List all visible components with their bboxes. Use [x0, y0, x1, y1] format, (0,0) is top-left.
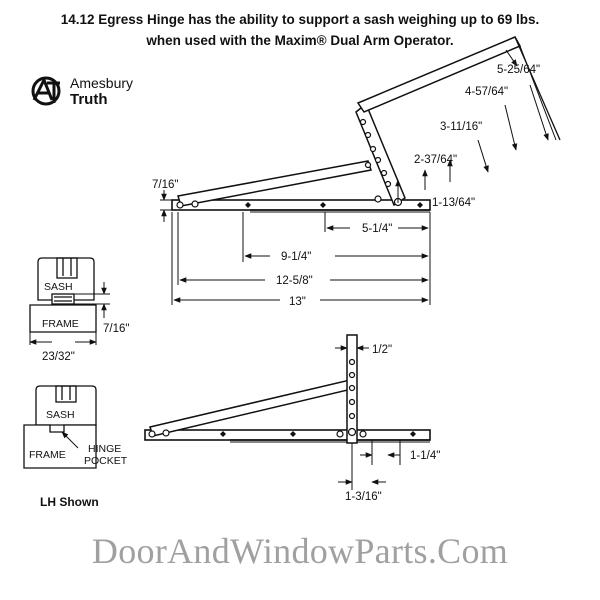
logo-truth-text: Truth — [70, 91, 108, 108]
section-1-height-label: 7/16" — [103, 323, 129, 335]
bottom-right-dim-label: 1-1/4" — [410, 450, 440, 462]
section-2-pocket-label-2: POCKET — [84, 455, 128, 467]
bottom-bottom-dim-label: 1-3/16" — [345, 491, 382, 503]
arm-dim-5-25-64: 5-25/64" — [497, 64, 540, 76]
section-1-dim-lines — [29, 282, 110, 345]
top-hinge-drawing — [171, 36, 561, 213]
top-length-dim-lines — [171, 212, 431, 305]
length-5-1-4: 5-1/4" — [362, 223, 392, 235]
heading-line-2: when used with the Maxim® Dual Arm Opera… — [146, 33, 454, 48]
section-2-drawing — [23, 385, 97, 469]
logo-amesbury-text: Amesbury — [70, 75, 133, 91]
lh-shown-caption: LH Shown — [40, 495, 99, 509]
length-9-1-4: 9-1/4" — [281, 251, 311, 263]
section-1-width-label: 23/32" — [42, 351, 75, 363]
arm-dim-3-11-16: 3-11/16" — [440, 121, 482, 133]
section-1-frame-label: FRAME — [42, 318, 79, 330]
section-2-frame-label: FRAME — [29, 449, 66, 461]
arm-dim-lines — [395, 49, 549, 203]
length-12-5-8: 12-5/8" — [276, 275, 313, 287]
section-2-sash-label: SASH — [46, 409, 75, 421]
amesbury-truth-logo: Amesbury Truth — [31, 75, 133, 108]
bottom-top-dim-label: 1/2" — [372, 344, 392, 356]
section-1-sash-label: SASH — [44, 281, 73, 293]
bottom-hinge-drawing — [144, 334, 431, 444]
top-height-dim-lines — [160, 190, 172, 222]
length-13: 13" — [289, 296, 306, 308]
site-watermark: DoorAndWindowParts.Com — [91, 531, 509, 571]
section-1-drawing — [29, 257, 97, 345]
top-height-label: 7/16" — [152, 179, 178, 191]
heading-line-1: 14.12 Egress Hinge has the ability to su… — [60, 12, 540, 27]
arm-dim-1-13-64: 1-13/64" — [432, 197, 475, 209]
arm-dim-4-57-64: 4-57/64" — [465, 86, 508, 98]
bottom-dim-lines — [335, 345, 401, 490]
arm-dim-2-37-64: 2-37/64" — [414, 154, 457, 166]
section-2-pocket-label-1: HINGE — [88, 443, 121, 455]
